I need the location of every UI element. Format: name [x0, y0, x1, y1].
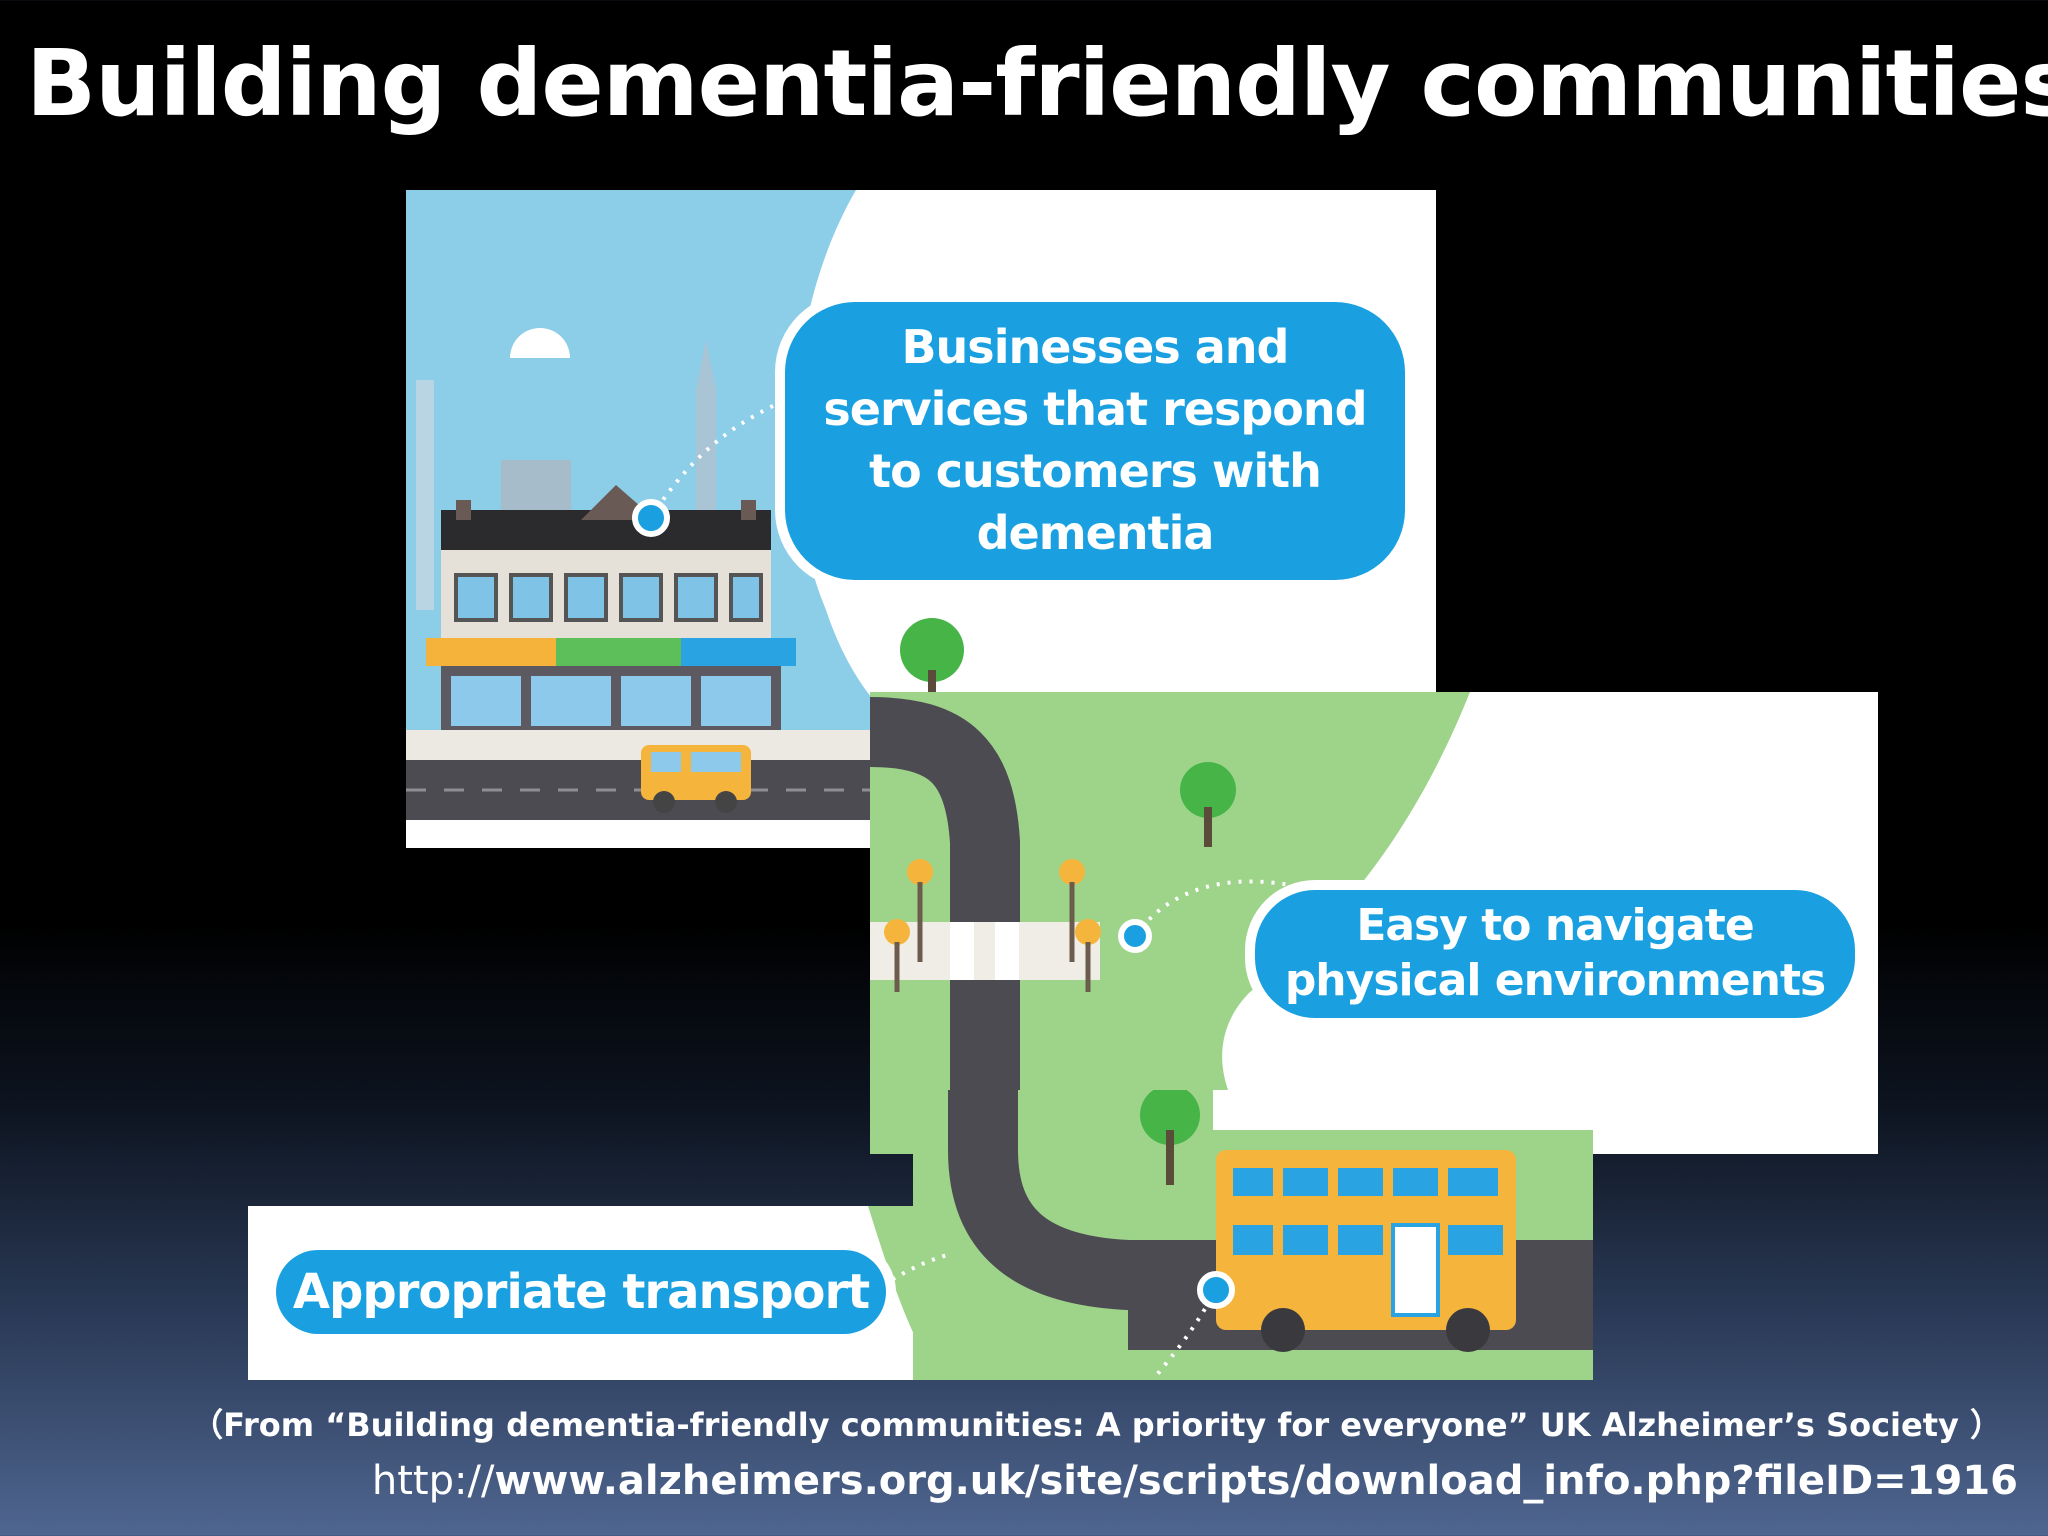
illustration-panel-transport — [248, 1090, 1593, 1380]
bubble-appropriate-transport: Appropriate transport — [276, 1250, 886, 1334]
slide-title: Building dementia-friendly communities — [26, 30, 2048, 137]
bubble-businesses-services: Businesses and services that respond to … — [785, 302, 1405, 580]
url-prefix: http:// — [371, 1458, 495, 1504]
source-citation: （From “Building dementia-friendly commun… — [191, 1406, 2002, 1444]
source-url[interactable]: http://www.alzheimers.org.uk/site/script… — [372, 1458, 2018, 1504]
bubble-easy-navigate: Easy to navigate physical environments — [1255, 890, 1855, 1018]
url-path: www.alzheimers.org.uk/site/scripts/downl… — [494, 1458, 2018, 1504]
